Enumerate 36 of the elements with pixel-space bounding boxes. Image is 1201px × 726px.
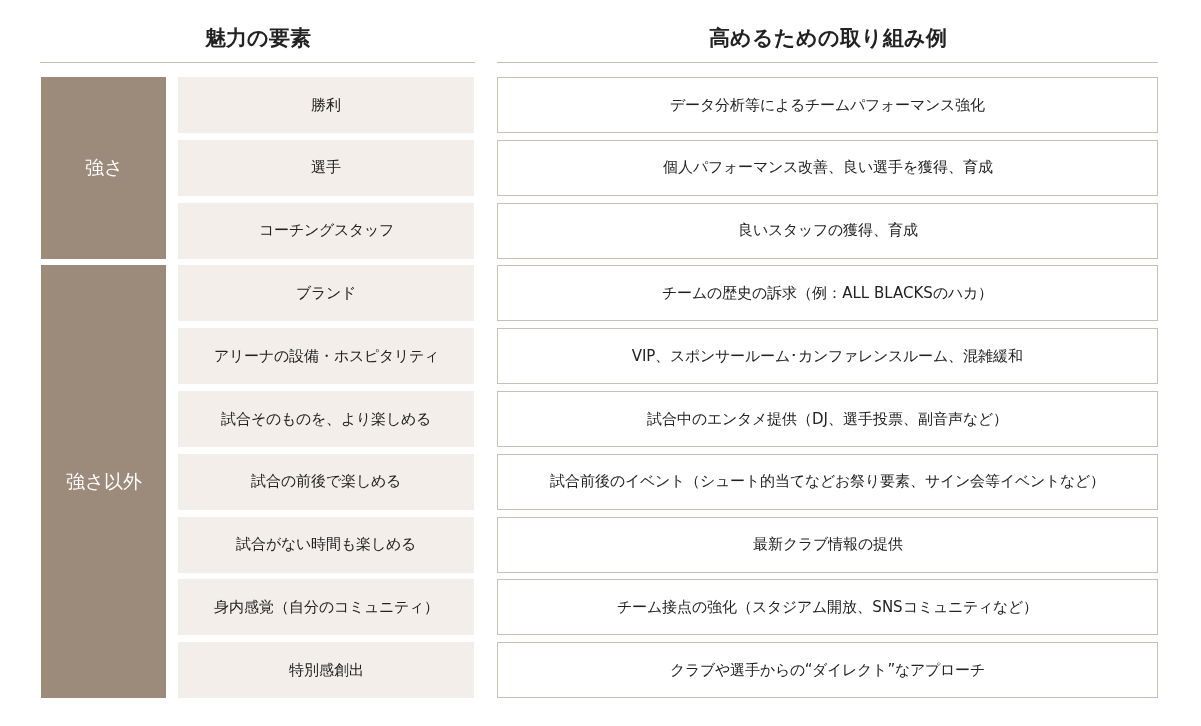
cell-text: コーチングスタッフ bbox=[258, 221, 394, 241]
cell-text: 選手 bbox=[311, 158, 341, 178]
cell-text: 強さ bbox=[84, 154, 123, 180]
cell-text: 強さ以外 bbox=[65, 468, 142, 494]
category-band bbox=[41, 265, 166, 699]
cell-text: 試合の前後で楽しめる bbox=[251, 472, 401, 492]
cell-text: データ分析等によるチームパフォーマンス強化 bbox=[670, 95, 985, 115]
example-cell bbox=[497, 202, 1158, 259]
example-cell bbox=[497, 77, 1158, 133]
cell-text: 試合中のエンタメ提供（DJ、選手投票、副音声など） bbox=[647, 409, 1008, 429]
example-cell bbox=[497, 139, 1158, 196]
example-cell bbox=[497, 391, 1158, 447]
example-cell bbox=[497, 328, 1158, 385]
cell-text: 特別感創出 bbox=[288, 660, 364, 680]
cell-text: VIP、スポンサールーム･カンファレンスルーム、混雑緩和 bbox=[631, 346, 1024, 366]
column-header: 魅力の要素 bbox=[203, 25, 312, 52]
example-cell bbox=[497, 516, 1158, 573]
example-cell bbox=[497, 265, 1158, 322]
example-cell bbox=[497, 642, 1158, 699]
category-band bbox=[41, 77, 166, 259]
cell-text: 最新クラブ情報の提供 bbox=[752, 535, 903, 555]
cell-text: 勝利 bbox=[311, 95, 341, 115]
cell-text: 試合がない時間も楽しめる bbox=[236, 535, 416, 555]
example-cell bbox=[497, 453, 1158, 510]
cell-text: チーム接点の強化（スタジアム開放、SNSコミュニティなど） bbox=[617, 597, 1038, 617]
cell-text: チームの歴史の訴求（例：ALL BLACKSのハカ） bbox=[662, 283, 993, 303]
cell-text: アリーナの設備・ホスピタリティ bbox=[213, 346, 439, 366]
example-cell bbox=[497, 579, 1158, 636]
cell-text: 良いスタッフの獲得、育成 bbox=[737, 221, 918, 241]
cell-text: 身内感覚（自分のコミュニティ） bbox=[213, 597, 439, 617]
cell-text: クラブや選手からの“ダイレクト”なアプローチ bbox=[669, 660, 986, 680]
cell-text: 試合前後のイベント（シュート的当てなどお祭り要素、サイン会等イベントなど） bbox=[550, 472, 1105, 492]
column-header: 高めるための取り組み例 bbox=[707, 25, 948, 52]
cell-text: ブランド bbox=[296, 283, 356, 303]
cell-text: 個人パフォーマンス改善、良い選手を獲得、育成 bbox=[662, 158, 993, 178]
cell-text: 試合そのものを、より楽しめる bbox=[221, 409, 431, 429]
